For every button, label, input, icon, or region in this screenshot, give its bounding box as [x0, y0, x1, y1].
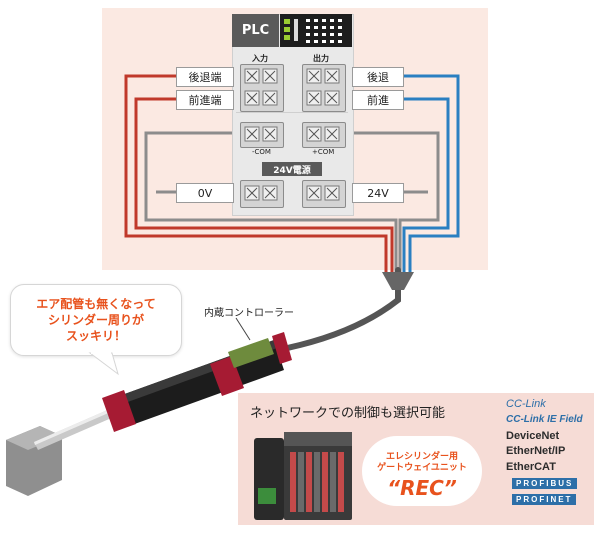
plc-title: PLC	[232, 14, 279, 47]
com-plus-terminal	[302, 122, 346, 148]
network-title: ネットワークでの制御も選択可能	[250, 406, 446, 421]
power-0v-terminal	[240, 180, 284, 208]
front-end-cap	[102, 390, 136, 432]
output-terminal-block	[302, 64, 346, 112]
protocol-ethernet-ip: EtherNet/IP	[506, 445, 566, 457]
controller-label: 内蔵コントローラー	[204, 308, 294, 319]
gateway-callout	[362, 436, 482, 506]
gateway-caption-2: ゲートウェイユニット	[377, 463, 467, 473]
controller-pointer	[235, 317, 251, 341]
power-0v-label: 0V	[176, 183, 234, 203]
gray-wire-com-minus	[144, 131, 398, 272]
gateway-name: “REC”	[387, 476, 457, 500]
callout-line-1: エア配管も無くなって	[36, 297, 156, 311]
com-plus-label: +COM	[312, 148, 335, 156]
controller-display	[228, 338, 274, 368]
cable-funnel	[382, 272, 414, 290]
input-terminal-block	[240, 64, 284, 112]
blue-wire-front	[352, 97, 450, 272]
power-24v-label: 24V	[352, 183, 404, 203]
red-wire-rear	[124, 74, 388, 272]
input-header: 入力	[252, 54, 268, 63]
protocol-profinet: PROFINET	[512, 494, 577, 505]
com-minus-terminal	[240, 122, 284, 148]
protocol-ethercat: EtherCAT	[506, 461, 556, 473]
gateway-caption-1: エレシリンダー用	[385, 452, 458, 462]
blue-wire-rear	[352, 74, 460, 272]
input-front-end-label: 前進端	[176, 90, 234, 110]
output-front-label: 前進	[352, 90, 404, 110]
power-supply-title: 24V電源	[262, 162, 322, 176]
gray-wire-com-plus	[352, 131, 440, 272]
power-24v-terminal	[302, 180, 346, 208]
protocol-profibus: PROFIBUS	[512, 478, 578, 489]
plc-divider	[236, 112, 348, 119]
input-rear-end-label: 後退端	[176, 67, 234, 87]
output-rear-label: 後退	[352, 67, 404, 87]
output-header: 出力	[313, 54, 329, 63]
plc-led-panel	[280, 14, 352, 47]
callout-line-2: シリンダー周りが	[47, 313, 144, 327]
com-minus-label: -COM	[252, 148, 271, 156]
protocol-devicenet: DeviceNet	[506, 430, 560, 442]
protocol-cc-link: CC-Link	[506, 398, 546, 410]
callout-tail	[88, 352, 119, 376]
protocol-cc-link-ie-field: CC-Link IE Field	[506, 414, 583, 425]
electric-cylinder	[6, 332, 292, 496]
callout-line-3: スッキリ！	[65, 329, 126, 343]
gateway-unit-image	[254, 432, 352, 520]
red-wire-front	[134, 97, 394, 272]
